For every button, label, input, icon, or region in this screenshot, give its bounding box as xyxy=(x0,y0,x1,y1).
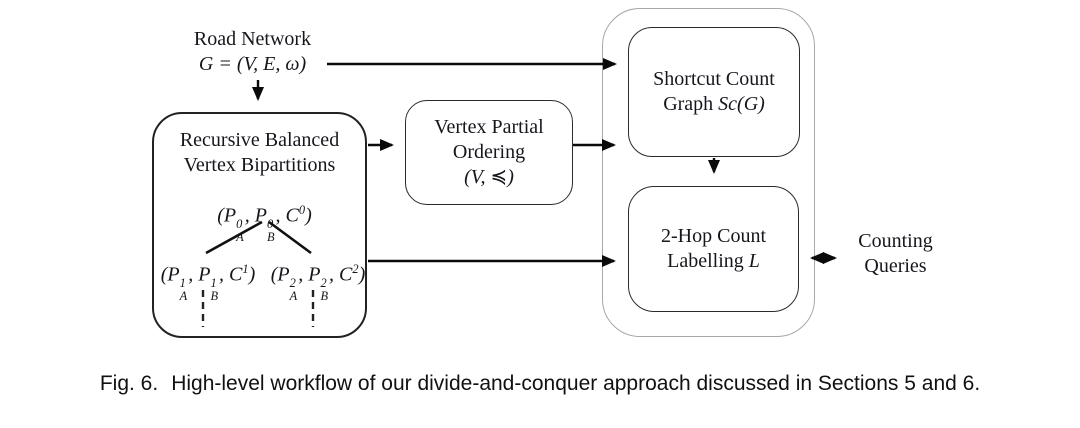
ordering-line2: Ordering xyxy=(452,141,526,163)
labelling-line1: 2-Hop Count xyxy=(661,225,766,247)
road-network-math: G = (V, E, ω) xyxy=(198,53,307,75)
labelling-math: L xyxy=(748,250,760,272)
shortcut-math: Sc(G) xyxy=(718,93,765,115)
shortcut-line2-text: Graph xyxy=(663,93,714,115)
road-network-source: Road Network G = (V, E, ω) xyxy=(170,27,335,77)
caption-label: Fig. 6. xyxy=(99,372,159,395)
labelling-box: 2-Hop Count Labelling L xyxy=(628,186,799,312)
road-network-label: Road Network xyxy=(193,28,312,50)
ordering-box: Vertex Partial Ordering (V, ≼) xyxy=(405,100,573,205)
shortcut-line2: Graph Sc(G) xyxy=(663,92,765,117)
ordering-line1: Vertex Partial xyxy=(434,116,544,138)
labelling-line2: Labelling L xyxy=(667,249,760,274)
figure-caption: Fig. 6. High-level workflow of our divide… xyxy=(0,372,1080,396)
caption-text: High-level workflow of our divide-and-co… xyxy=(171,372,981,395)
shortcut-graph-box: Shortcut Count Graph Sc(G) xyxy=(628,27,800,157)
bipartitions-title-line2: Vertex Bipartitions xyxy=(183,154,336,176)
ordering-math: (V, ≼) xyxy=(464,166,514,188)
counting-queries-label: Counting Queries xyxy=(848,229,943,279)
bipartitions-title-line1: Recursive Balanced xyxy=(179,129,340,151)
shortcut-line1: Shortcut Count xyxy=(653,68,775,90)
counting-queries-line2: Queries xyxy=(864,255,927,277)
bipartitions-title: Recursive Balanced Vertex Bipartitions xyxy=(154,128,365,178)
counting-queries-line1: Counting xyxy=(858,230,933,252)
labelling-line2-text: Labelling xyxy=(667,250,744,272)
bipartitions-box: Recursive Balanced Vertex Bipartitions (… xyxy=(152,112,367,338)
